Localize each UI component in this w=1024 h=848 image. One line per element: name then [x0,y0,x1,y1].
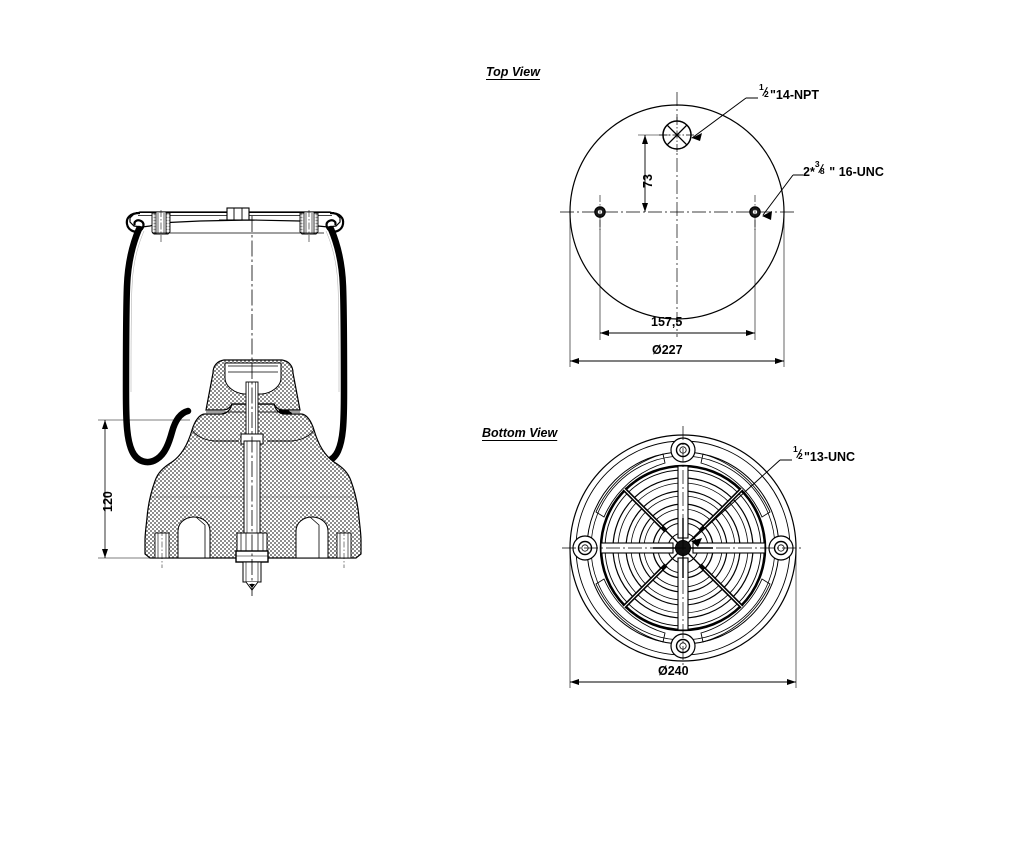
bottom-view-svg [562,426,804,688]
dim-arrow-bottom [102,549,108,558]
mount-hole-far-right [336,530,352,568]
dimension-d227 [569,215,785,367]
dimension-73 [638,134,670,212]
leader-npt-arrow [692,133,702,141]
leader-unc [762,174,803,220]
outer-pockets [595,453,771,643]
bellows-wall-left [122,225,192,466]
callout-unc-suffix: " 16-UNC [825,165,884,179]
bottom-view: Bottom View [470,418,910,718]
dim-arrow-top [102,420,108,429]
callout-npt-suffix: "14-NPT [770,88,819,102]
dimension-d240-label: Ø240 [658,664,689,678]
callout-unc-prefix: 2* [803,165,815,179]
top-view-title: Top View [486,65,540,79]
dimension-73-label: 73 [641,174,655,188]
bottom-view-title: Bottom View [482,426,558,440]
npt-port-symbol [659,117,695,153]
stud-boss-left [151,210,171,244]
top-view: Top View [470,55,910,385]
dimension-d227-label: Ø227 [652,343,683,357]
piston-top-cavity [224,362,282,395]
leader-unc-center [691,459,792,547]
dimension-120-label: 120 [101,491,115,512]
stud-boss-right [299,210,319,244]
pocket-left [177,516,211,559]
callout-unc-center-suffix: "13-UNC [804,450,856,464]
dimension-120 [98,419,200,559]
unc-stud-hole-left [594,195,606,230]
dimension-157-5 [599,215,756,340]
diagonal-ribs [622,487,744,609]
section-view: 120 [0,0,460,640]
leader-npt [691,97,758,141]
pocket-right [295,516,329,559]
dimension-d240 [569,551,797,688]
dimension-157-5-label: 157,5 [651,315,683,329]
port-boss-body [226,207,250,221]
leader-unc-arrow [762,211,772,220]
mount-hole-far-left [154,530,170,568]
section-view-svg [98,207,362,596]
leader-unc-center-arrow [691,538,702,547]
center-port-boss [219,207,257,221]
bottom-plate-geometry [562,426,804,670]
top-bead-plate [125,207,345,244]
top-view-svg [560,92,803,367]
